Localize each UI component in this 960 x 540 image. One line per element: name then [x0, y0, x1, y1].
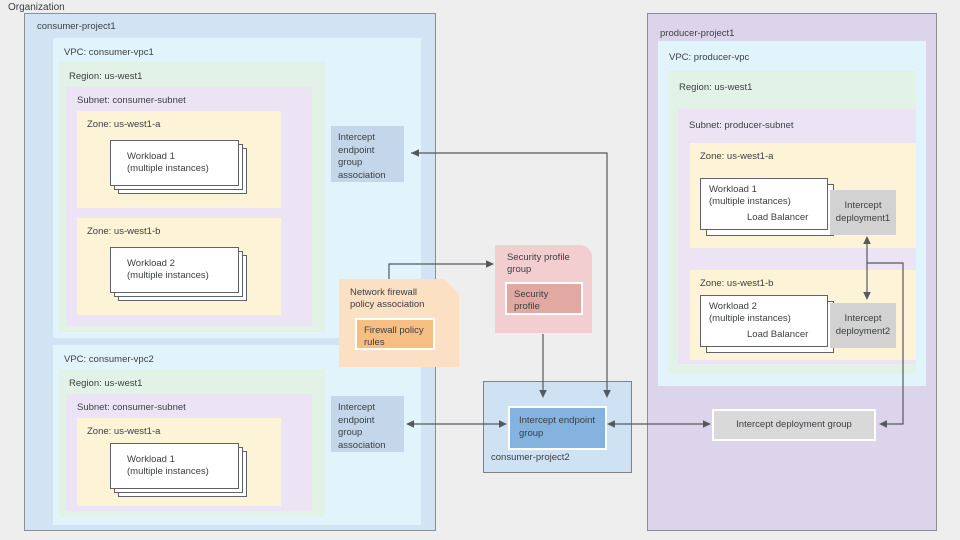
arrowhead-nfpa-to-spg	[486, 260, 494, 268]
workload-detail: (multiple instances)	[127, 466, 209, 478]
workload-stack: Workload 1 (multiple instances) Load Bal…	[700, 178, 840, 236]
workload-sheet-front: Workload 2 (multiple instances)	[110, 247, 239, 293]
workload-name: Workload 2	[127, 258, 175, 269]
intercept-endpoint-group-association-2[interactable]: Intercept endpoint group association	[331, 396, 404, 452]
intercept-deployment2[interactable]: Intercept deployment2	[830, 303, 896, 348]
producer-project1-label: producer-project1	[660, 28, 735, 39]
workload-stack: Workload 1 (multiple instances)	[110, 140, 247, 200]
intercept-endpoint-group-association-1[interactable]: Intercept endpoint group association	[331, 126, 404, 182]
workload-stack: Workload 2 (multiple instances) Load Bal…	[700, 295, 840, 353]
network-firewall-policy-association-label: Network firewall policy association	[350, 287, 424, 312]
producer-region-label: Region: us-west1	[679, 82, 753, 93]
consumer-vpc1-label: VPC: consumer-vpc1	[64, 47, 154, 58]
workload-sheet-front: Workload 1 (multiple instances) Load Bal…	[700, 178, 828, 230]
intercept-deployment2-label: Intercept deployment2	[835, 312, 891, 337]
consumer-vpc2-region-label: Region: us-west1	[69, 378, 143, 389]
consumer-vpc1-zone-a-label: Zone: us-west1-a	[87, 119, 161, 130]
workload-name: Workload 2	[709, 301, 757, 312]
intercept-endpoint-group-label: Intercept endpoint group	[519, 415, 596, 439]
intercept-deployment-group-label: Intercept deployment group	[736, 418, 852, 430]
consumer-vpc1-subnet-label: Subnet: consumer-subnet	[77, 95, 186, 106]
consumer-vpc2-subnet-label: Subnet: consumer-subnet	[77, 402, 186, 413]
consumer-vpc1-region-label: Region: us-west1	[69, 71, 143, 82]
sp-line2: profile	[514, 301, 540, 313]
intercept-deployment1[interactable]: Intercept deployment1	[830, 190, 896, 235]
ieg-association-2-label: Intercept endpoint group association	[338, 402, 386, 451]
nfpa-line2: policy association	[350, 299, 425, 311]
load-balancer-label: Load Balancer	[747, 329, 809, 340]
security-profile-group-label: Security profile group	[507, 252, 570, 277]
producer-subnet-label: Subnet: producer-subnet	[689, 120, 794, 131]
workload-name: Workload 1	[709, 184, 757, 195]
intercept-endpoint-group[interactable]: Intercept endpoint group	[508, 406, 607, 450]
workload-detail: (multiple instances)	[709, 196, 791, 208]
spg-line2: group	[507, 264, 532, 276]
fpr-line2: rules	[364, 337, 385, 349]
producer-zone-b-label: Zone: us-west1-b	[700, 278, 774, 289]
workload-name: Workload 1	[127, 151, 175, 162]
ieg-association-1-label: Intercept endpoint group association	[338, 132, 386, 181]
consumer-vpc2-zone-a-label: Zone: us-west1-a	[87, 426, 161, 437]
nfpa-line1: Network firewall	[350, 287, 418, 298]
workload-stack: Workload 2 (multiple instances)	[110, 247, 247, 307]
intercept-deployment-group[interactable]: Intercept deployment group	[712, 409, 876, 441]
workload-name: Workload 1	[127, 454, 175, 465]
intercept-deployment1-label: Intercept deployment1	[835, 199, 891, 224]
consumer-vpc1-zone-b-label: Zone: us-west1-b	[87, 226, 161, 237]
security-profile[interactable]: Security profile	[505, 282, 583, 315]
firewall-policy-rules[interactable]: Firewall policy rules	[355, 318, 435, 350]
consumer-project2-label: consumer-project2	[491, 452, 570, 463]
workload-sheet-front: Workload 2 (multiple instances) Load Bal…	[700, 295, 828, 347]
consumer-project1-label: consumer-project1	[37, 21, 116, 32]
load-balancer-label: Load Balancer	[747, 212, 809, 223]
workload-detail: (multiple instances)	[127, 270, 209, 282]
workload-detail: (multiple instances)	[127, 163, 209, 175]
consumer-vpc2-label: VPC: consumer-vpc2	[64, 354, 154, 365]
spg-line1: Security profile	[507, 252, 570, 263]
fpr-line1: Firewall policy	[364, 325, 424, 336]
workload-stack: Workload 1 (multiple instances)	[110, 443, 247, 503]
workload-detail: (multiple instances)	[709, 313, 791, 325]
workload-sheet-front: Workload 1 (multiple instances)	[110, 443, 239, 489]
producer-zone-a-label: Zone: us-west1-a	[700, 151, 774, 162]
producer-vpc-label: VPC: producer-vpc	[669, 52, 750, 63]
organization-label: Organization	[8, 2, 65, 13]
sp-line1: Security	[514, 289, 549, 300]
workload-sheet-front: Workload 1 (multiple instances)	[110, 140, 239, 186]
